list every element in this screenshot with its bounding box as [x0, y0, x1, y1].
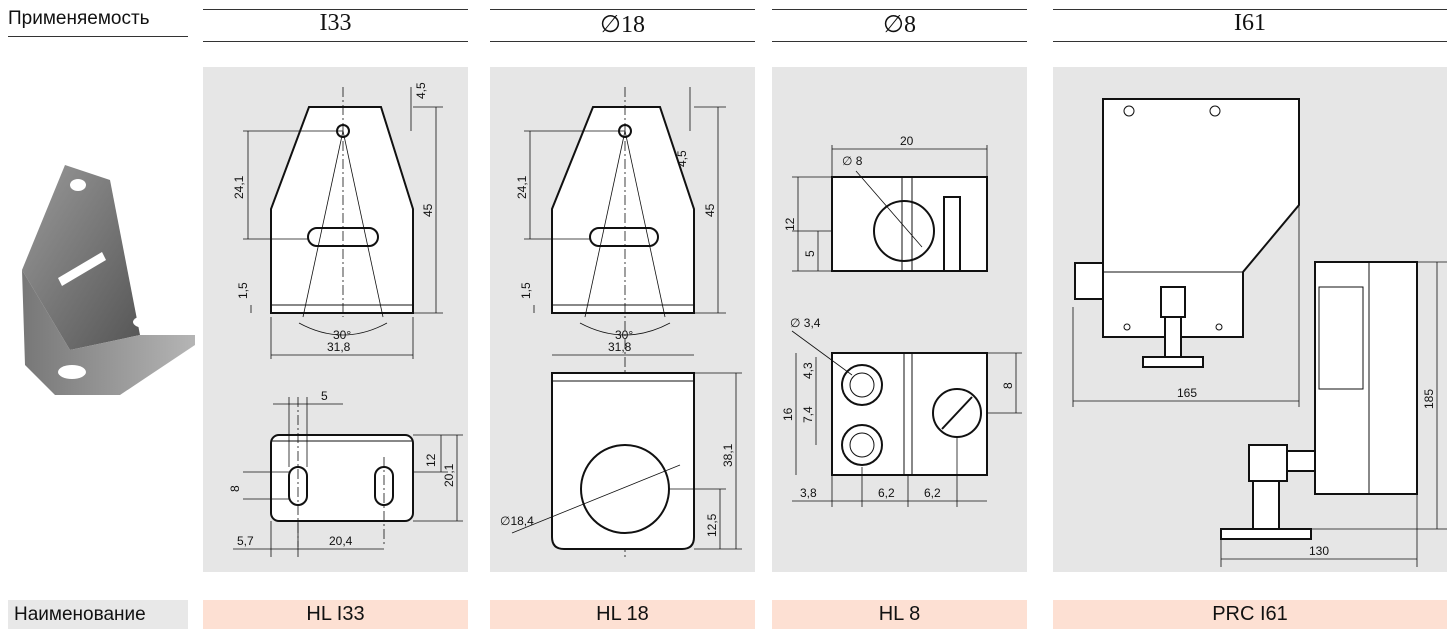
svg-text:45: 45	[703, 203, 717, 217]
col-head-d8: ∅8	[772, 4, 1027, 42]
svg-text:6,2: 6,2	[924, 486, 941, 500]
svg-text:12,5: 12,5	[705, 513, 719, 537]
svg-text:38,1: 38,1	[721, 443, 735, 467]
svg-text:5: 5	[803, 250, 817, 257]
svg-text:∅ 3,4: ∅ 3,4	[790, 316, 821, 330]
svg-text:30°: 30°	[333, 328, 351, 342]
svg-text:12: 12	[783, 217, 797, 231]
svg-text:4,3: 4,3	[801, 362, 815, 379]
drawing-i61: 165 185 130	[1072, 98, 1447, 567]
drawing-panel-d18: 30° 24,1 45 4,5 1,5 31,8 ∅18,4 38,1 12,5	[490, 67, 755, 572]
svg-text:7,4: 7,4	[801, 406, 815, 423]
drawing-i33: 30° 24,1 45 4,5 1,5 31,8 5 8 12 20,1 5,7…	[228, 82, 463, 557]
name-hl-18: HL 18	[490, 600, 755, 629]
name-hl-i33: HL I33	[203, 600, 468, 629]
svg-text:4,5: 4,5	[675, 150, 689, 167]
svg-text:31,8: 31,8	[608, 340, 632, 354]
svg-text:16: 16	[781, 407, 795, 421]
drawing-d18: 30° 24,1 45 4,5 1,5 31,8 ∅18,4 38,1 12,5	[500, 87, 742, 557]
col-head-d18: ∅18	[490, 4, 755, 42]
svg-text:24,1: 24,1	[515, 175, 529, 199]
svg-text:1,5: 1,5	[519, 282, 533, 299]
svg-text:4,5: 4,5	[414, 82, 428, 99]
svg-text:8: 8	[1001, 382, 1015, 389]
header-underline	[8, 36, 188, 37]
drawing-panel-i33: 30° 24,1 45 4,5 1,5 31,8 5 8 12 20,1 5,7…	[203, 67, 468, 572]
name-prc-i61: PRC I61	[1053, 600, 1447, 629]
svg-text:5: 5	[321, 389, 328, 403]
name-hl-8: HL 8	[772, 600, 1027, 629]
svg-text:3,8: 3,8	[800, 486, 817, 500]
svg-text:31,8: 31,8	[327, 340, 351, 354]
drawing-panel-i61: 165 185 130	[1053, 67, 1447, 572]
svg-text:185: 185	[1422, 389, 1436, 409]
svg-text:45: 45	[421, 203, 435, 217]
bracket-photo	[22, 165, 195, 395]
drawing-panel-d8: 20 ∅ 8 12 5 ∅ 3,4 16 4,3 7,4 8 3,8 6,2 6…	[772, 67, 1027, 572]
svg-text:∅ 8: ∅ 8	[842, 154, 863, 168]
svg-text:20,1: 20,1	[442, 463, 456, 487]
svg-text:20,4: 20,4	[329, 534, 353, 548]
svg-text:5,7: 5,7	[237, 534, 254, 548]
col-head-i61: I61	[1053, 4, 1447, 42]
applicability-label: Применяемость	[8, 8, 150, 29]
svg-text:∅18,4: ∅18,4	[500, 514, 534, 528]
svg-text:12: 12	[424, 453, 438, 467]
svg-text:30°: 30°	[615, 328, 633, 342]
svg-text:130: 130	[1309, 544, 1329, 558]
svg-text:6,2: 6,2	[878, 486, 895, 500]
svg-text:24,1: 24,1	[232, 175, 246, 199]
col-head-i33: I33	[203, 4, 468, 42]
svg-text:8: 8	[228, 485, 242, 492]
svg-text:20: 20	[900, 134, 914, 148]
svg-text:1,5: 1,5	[236, 282, 250, 299]
svg-text:165: 165	[1177, 386, 1197, 400]
drawing-d8: 20 ∅ 8 12 5 ∅ 3,4 16 4,3 7,4 8 3,8 6,2 6…	[781, 134, 1022, 507]
name-label: Наименование	[8, 600, 188, 629]
